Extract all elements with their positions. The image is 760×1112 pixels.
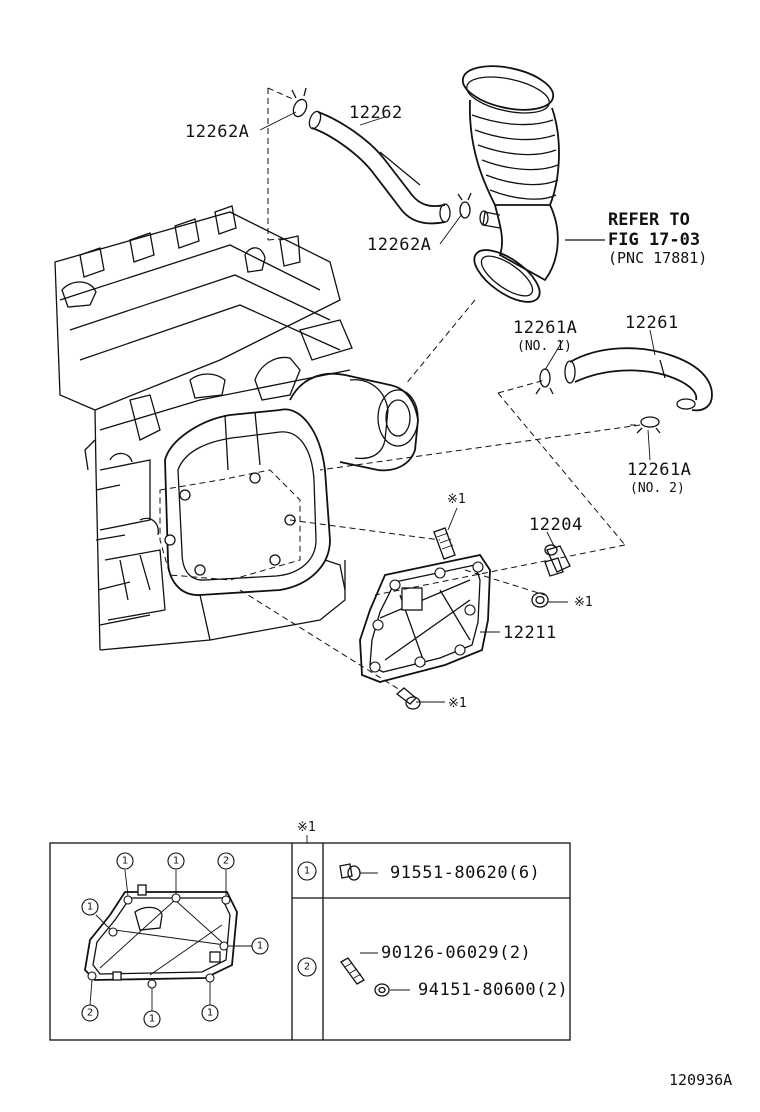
- callout-2-top-right: 2: [223, 856, 229, 867]
- legend-nut-icon: [374, 983, 410, 997]
- refer-line2: FIG 17-03: [608, 230, 700, 250]
- clip-12262a-lower: [457, 192, 472, 219]
- label-12261: 12261: [625, 313, 679, 333]
- callout-1-top-mid: 1: [173, 856, 179, 867]
- refer-line1: REFER TO: [608, 210, 690, 230]
- legend-stud-icon: [340, 952, 378, 985]
- nut: [531, 592, 549, 608]
- clip-12261a-no1: [535, 368, 554, 395]
- label-12262a-upper: 12262A: [185, 122, 249, 142]
- refer-line3: (PNC 17881): [608, 249, 707, 267]
- mark-nut: ※1: [574, 595, 593, 610]
- hose-12261: [564, 347, 713, 412]
- label-12211: 12211: [503, 623, 557, 643]
- callout-1-left: 1: [87, 902, 93, 913]
- bolt-lower: [395, 687, 421, 710]
- label-12261a-no1: 12261A: [513, 318, 577, 338]
- callout-1-right: 1: [257, 941, 263, 952]
- label-12261a-no2: 12261A: [627, 460, 691, 480]
- clip-12261a-no2: [636, 416, 661, 434]
- callout-1-bottom-mid: 1: [149, 1014, 155, 1025]
- air-intake-duct: [461, 65, 605, 303]
- legend-row1-part: 91551-80620(6): [390, 863, 540, 883]
- label-12262a-lower: 12262A: [367, 235, 431, 255]
- legend-row2-part-a: 90126-06029(2): [381, 943, 531, 963]
- switch-12204: [544, 544, 571, 577]
- legend-cover-sketch: [84, 869, 252, 1011]
- callout-2-bottom-left: 2: [87, 1008, 93, 1019]
- stud-bolt: [433, 527, 456, 560]
- label-12262: 12262: [349, 103, 403, 123]
- leader-lines: [259, 111, 656, 703]
- clip-12262a-upper: [291, 87, 308, 118]
- legend-box: ※1 1 1 2 1: [49, 820, 571, 1041]
- label-12204: 12204: [529, 515, 583, 535]
- label-12261a-no2-sub: (NO. 2): [630, 481, 685, 496]
- legend-row2-key: 2: [304, 962, 310, 973]
- callout-1-top-left: 1: [122, 856, 128, 867]
- legend-row2-part-b: 94151-80600(2): [418, 980, 568, 1000]
- label-12261a-no1-sub: (NO. 1): [517, 339, 572, 354]
- callout-1-bottom-right: 1: [207, 1008, 213, 1019]
- legend-row1-key: 1: [304, 866, 310, 877]
- legend-bolt-icon: [339, 863, 378, 881]
- hose-12262: [308, 110, 451, 225]
- mark-stud: ※1: [447, 492, 466, 507]
- figure-id: 120936A: [669, 1071, 732, 1089]
- mark-bolt: ※1: [448, 696, 467, 711]
- assembly-lines: [239, 87, 641, 691]
- engine-block: [54, 205, 419, 651]
- legend-callout-circles: 1 1 2 1 1 2 1 1: [81, 852, 269, 1028]
- legend-header: ※1: [297, 820, 316, 835]
- cover-12211: [359, 553, 491, 683]
